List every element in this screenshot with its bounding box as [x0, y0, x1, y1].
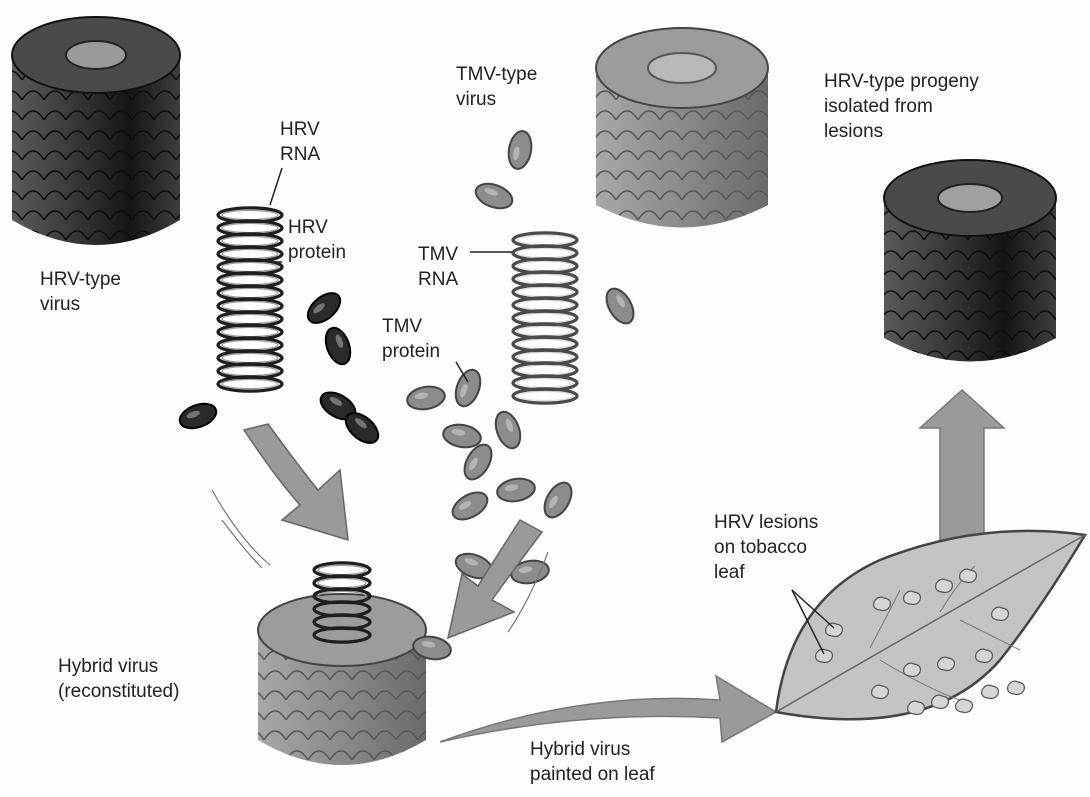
arrow-hybrid-to-leaf: [440, 676, 776, 742]
lesion-spot: [932, 695, 949, 708]
label-hrv-lesions: HRV lesions on tobacco leaf: [714, 512, 823, 583]
lesion-spot: [960, 569, 977, 582]
protein-subunit: [601, 284, 639, 328]
label-hrv-progeny: HRV-type progeny isolated from lesions: [824, 71, 984, 142]
lesion-spot: [872, 685, 889, 698]
rna-loop-highlight: [222, 379, 278, 388]
lesion-spot: [938, 657, 955, 670]
rna-loop-highlight: [222, 340, 278, 349]
protein-subunit: [495, 476, 536, 504]
rna-loop-highlight: [222, 236, 278, 245]
hrv-type-virus-particle: [12, 17, 180, 245]
rna-loop-highlight: [222, 366, 278, 375]
label-hybrid-virus: Hybrid virus (reconstituted): [58, 656, 179, 702]
protein-subunit: [321, 324, 355, 367]
protein-subunit: [491, 408, 525, 451]
lesion-spot: [908, 701, 925, 714]
rna-loop-highlight: [517, 365, 573, 374]
tmv-rna-coil: [513, 233, 577, 403]
rna-loop-highlight: [517, 352, 573, 361]
rna-loop-highlight: [222, 249, 278, 258]
rna-loop-highlight: [517, 274, 573, 283]
lesion-spot: [982, 685, 999, 698]
tobacco-leaf: [776, 531, 1085, 719]
hrv-progeny-particle: [884, 160, 1056, 362]
lesion-spot: [874, 597, 891, 610]
rna-loop-highlight: [318, 578, 366, 587]
rna-loop-highlight: [222, 353, 278, 362]
label-tmv-protein: TMV protein: [382, 316, 440, 362]
rna-loop-highlight: [517, 326, 573, 335]
rna-loop-highlight: [517, 378, 573, 387]
rna-loop-highlight: [222, 275, 278, 284]
hrv-rna-coil: [218, 208, 282, 391]
protein-subunit: [448, 487, 492, 525]
rna-loop-highlight: [517, 248, 573, 257]
label-hrv-rna: HRV RNA: [280, 119, 325, 165]
lesion-spot: [1008, 681, 1025, 694]
rna-loop-highlight: [517, 313, 573, 322]
lesion-spot: [904, 591, 921, 604]
rna-loop-highlight: [517, 261, 573, 270]
leader-hrv-rna: [270, 168, 282, 205]
protein-subunit: [441, 422, 482, 450]
rna-loop-highlight: [222, 314, 278, 323]
protein-subunit: [302, 287, 345, 328]
rna-loop-highlight: [318, 565, 366, 574]
tmv-protein-subunits: [405, 129, 639, 662]
rna-loop-highlight: [517, 339, 573, 348]
lesion-spot: [992, 607, 1009, 620]
lesion-spot: [936, 579, 953, 592]
hybrid-rna-coil: [314, 563, 370, 642]
lesion-spot: [816, 649, 833, 662]
label-tmv-type-virus: TMV-type virus: [456, 64, 543, 110]
lesion-spot: [976, 649, 993, 662]
lesion-spot: [904, 663, 921, 676]
rna-loop-highlight: [517, 287, 573, 296]
rna-loop-highlight: [517, 300, 573, 309]
rna-loop-highlight: [222, 288, 278, 297]
protein-subunit: [472, 179, 515, 213]
label-hrv-protein: HRV protein: [288, 217, 346, 263]
label-tmv-rna: TMV RNA: [418, 244, 463, 290]
rna-loop-highlight: [222, 210, 278, 219]
arrow-hrv-protein-to-hybrid: [212, 424, 348, 568]
rna-loop-highlight: [517, 391, 573, 400]
protein-subunit: [451, 366, 485, 409]
label-painted-on-leaf: Hybrid virus painted on leaf: [530, 739, 655, 785]
lesion-spot: [956, 699, 973, 712]
rna-loop-highlight: [222, 223, 278, 232]
tmv-type-virus-particle: [596, 28, 768, 228]
rna-loop-highlight: [222, 301, 278, 310]
protein-subunit: [176, 399, 219, 433]
label-hrv-type-virus: HRV-type virus: [40, 269, 126, 315]
protein-subunit: [506, 129, 534, 170]
lesion-spot: [826, 623, 843, 636]
hybrid-virus-particle: [258, 594, 426, 765]
rna-loop-highlight: [222, 262, 278, 271]
rna-loop-highlight: [222, 327, 278, 336]
rna-loop-highlight: [517, 235, 573, 244]
protein-subunit: [539, 478, 577, 522]
protein-subunit: [405, 384, 446, 412]
